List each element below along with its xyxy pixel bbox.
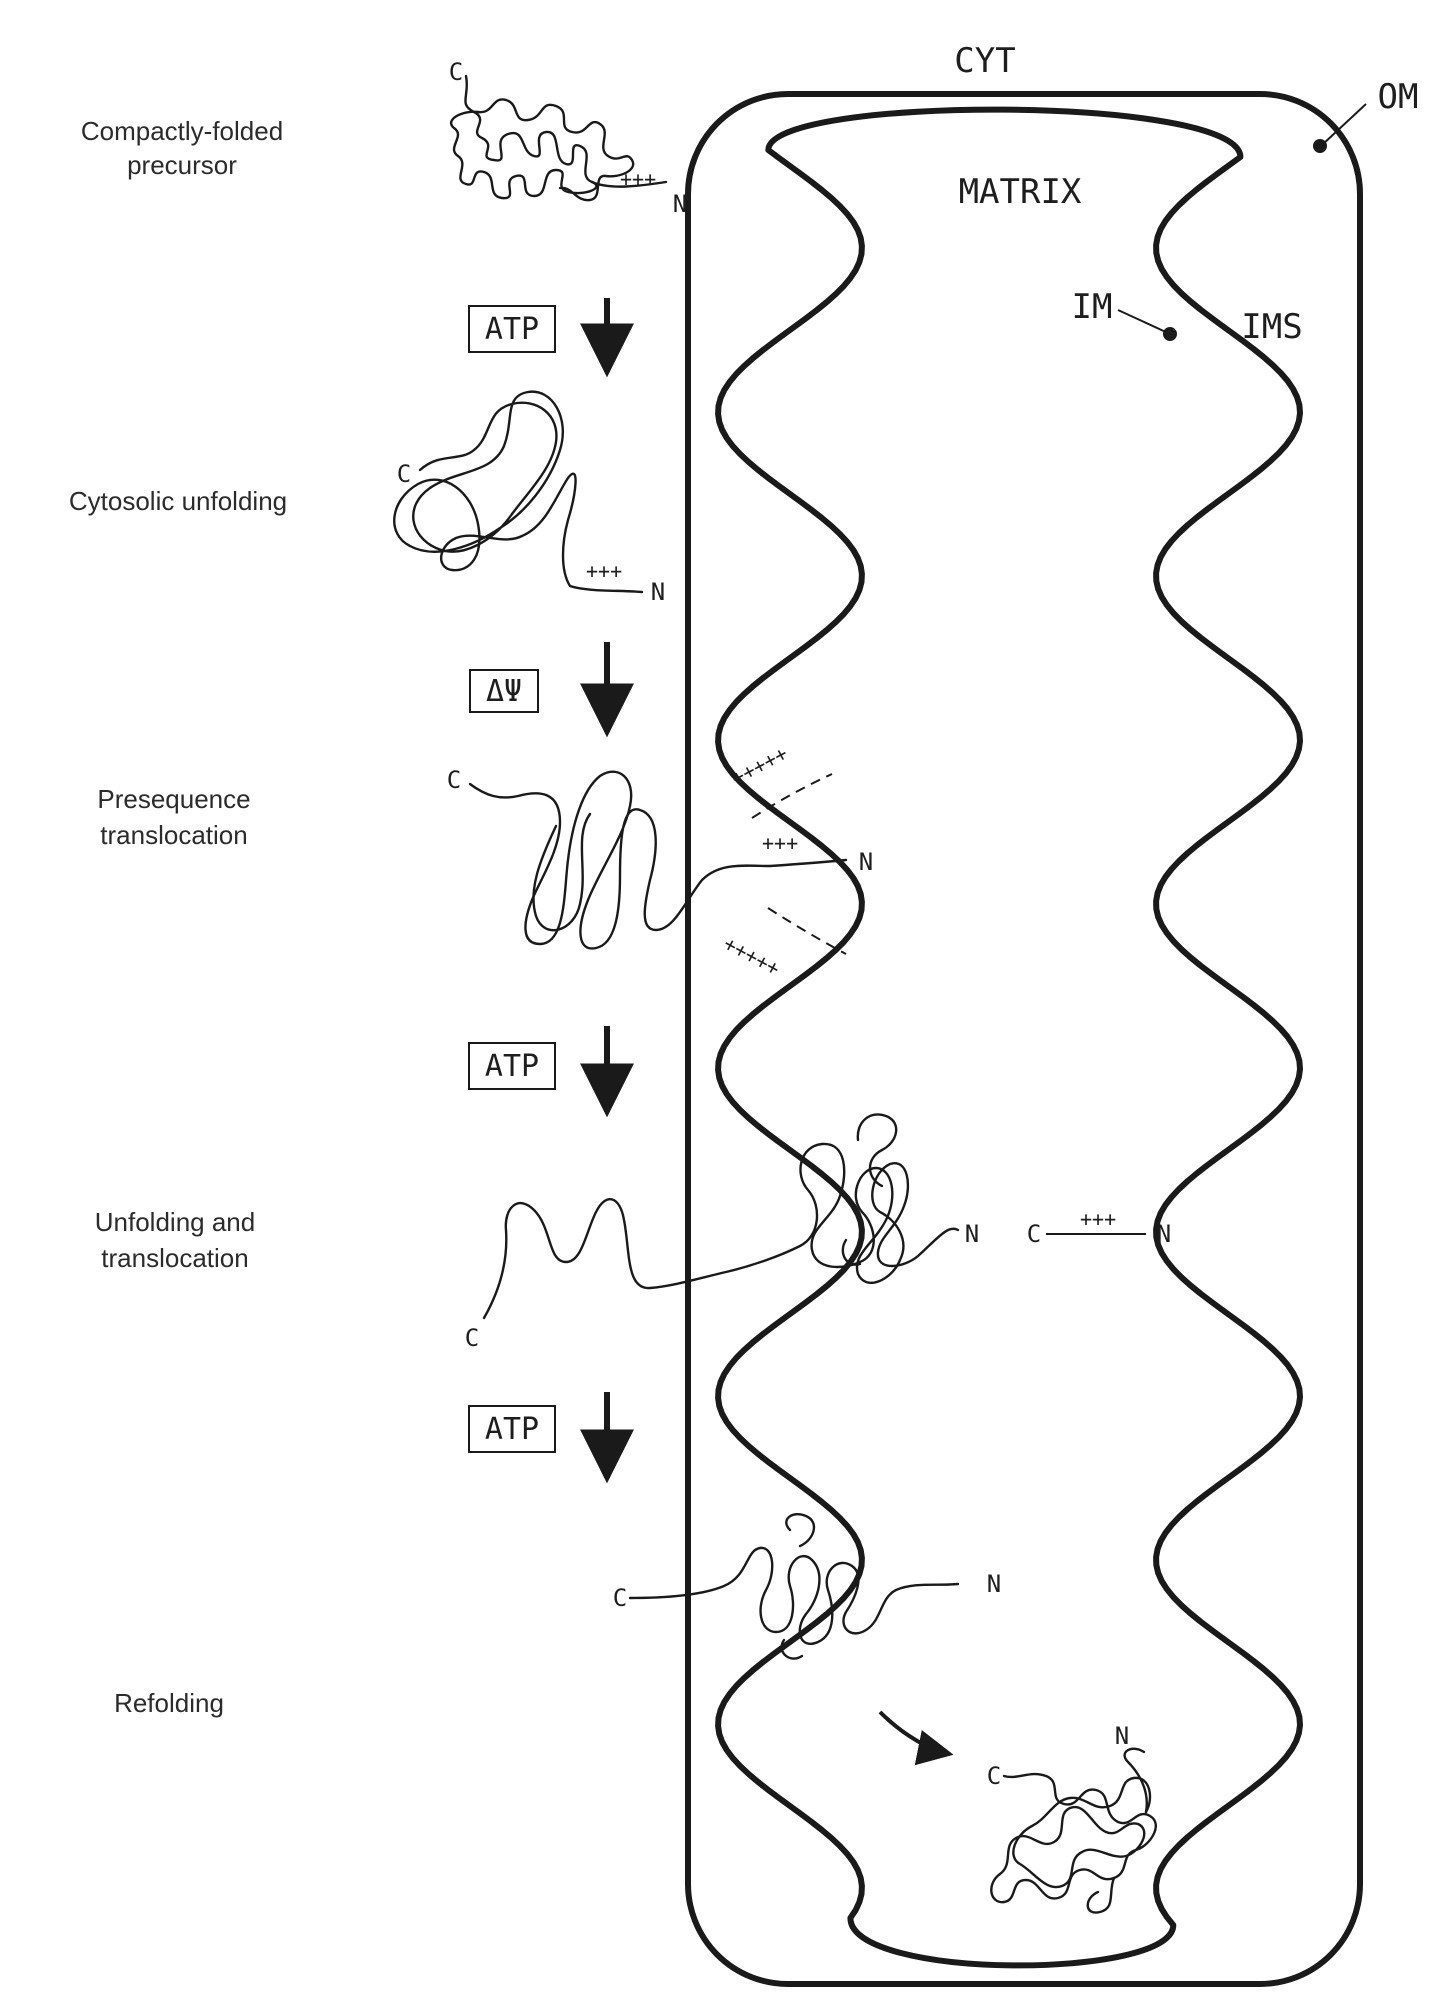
svg-text:ΔΨ: ΔΨ [486,674,522,709]
cytosol-label: CYT [954,41,1015,81]
intermembrane-space-label: IMS [1241,307,1302,347]
atp-box-3: ATP [469,1406,555,1452]
inner-membrane-leader [1118,310,1168,333]
inner-membrane-point [1163,327,1177,341]
step-5-label: Refolding [114,1688,224,1718]
refolded-protein: C N [987,1722,1156,1913]
inner-membrane [718,110,1300,1966]
outer-membrane-point [1313,139,1327,153]
presequence-charge-1: +++ [620,167,656,191]
outer-membrane [688,94,1360,1984]
step-2-label: Cytosolic unfolding [69,486,287,516]
step-3-label-line1: Presequence [97,784,250,814]
folded-precursor: C +++ N [449,58,687,218]
outer-membrane-label: OM [1378,77,1419,117]
terminus-n-6: N [1115,1722,1129,1750]
presequence-charge-3: +++ [762,831,798,855]
svg-text:ATP: ATP [485,1049,539,1084]
unfolded-precursor: C +++ N [394,392,665,606]
terminus-c-2: C [397,460,411,488]
membrane-charge-upper: +++++ [727,741,791,790]
translocating-presequence: C +++ N +++++ +++++ [447,741,873,981]
terminus-n-4: N [965,1220,979,1248]
matrix-label: MATRIX [959,172,1082,212]
step-4-label-line2: translocation [101,1243,248,1273]
presequence-charge-2: +++ [586,559,622,583]
terminus-n-5: N [987,1570,1001,1598]
step-1-label-line2: precursor [127,150,237,180]
terminus-c-4: C [465,1324,479,1352]
step-1-label-line1: Compactly-folded [81,116,283,146]
terminus-c-6: C [987,1762,1001,1790]
terminus-c-5: C [613,1584,627,1612]
svg-text:ATP: ATP [485,312,539,347]
membrane-charge-lower: +++++ [720,931,784,980]
refolding-arrow [880,1712,950,1754]
atp-box-1: ATP [469,306,555,352]
terminus-c-1: C [449,58,463,86]
translocating-protein: C N C +++ N [465,1114,1171,1352]
inner-membrane-label: IM [1072,287,1113,327]
terminus-c-3: C [447,766,461,794]
cleaved-presequence-charge: +++ [1080,1207,1116,1231]
membrane-potential-upper-dash [752,774,832,818]
svg-text:ATP: ATP [485,1412,539,1447]
terminus-n-2: N [651,578,665,606]
atp-box-2: ATP [469,1043,555,1089]
terminus-n-3: N [859,848,873,876]
terminus-n-1: N [673,190,687,218]
step-3-label-line2: translocation [100,820,247,850]
cleaved-presequence-n: N [1157,1220,1171,1248]
cleaved-presequence-c: C [1027,1220,1041,1248]
refolding-protein: C N [613,1514,1001,1658]
step-4-label-line1: Unfolding and [95,1207,255,1237]
delta-psi-box: ΔΨ [470,670,538,712]
membrane-potential-lower-dash [768,908,846,954]
